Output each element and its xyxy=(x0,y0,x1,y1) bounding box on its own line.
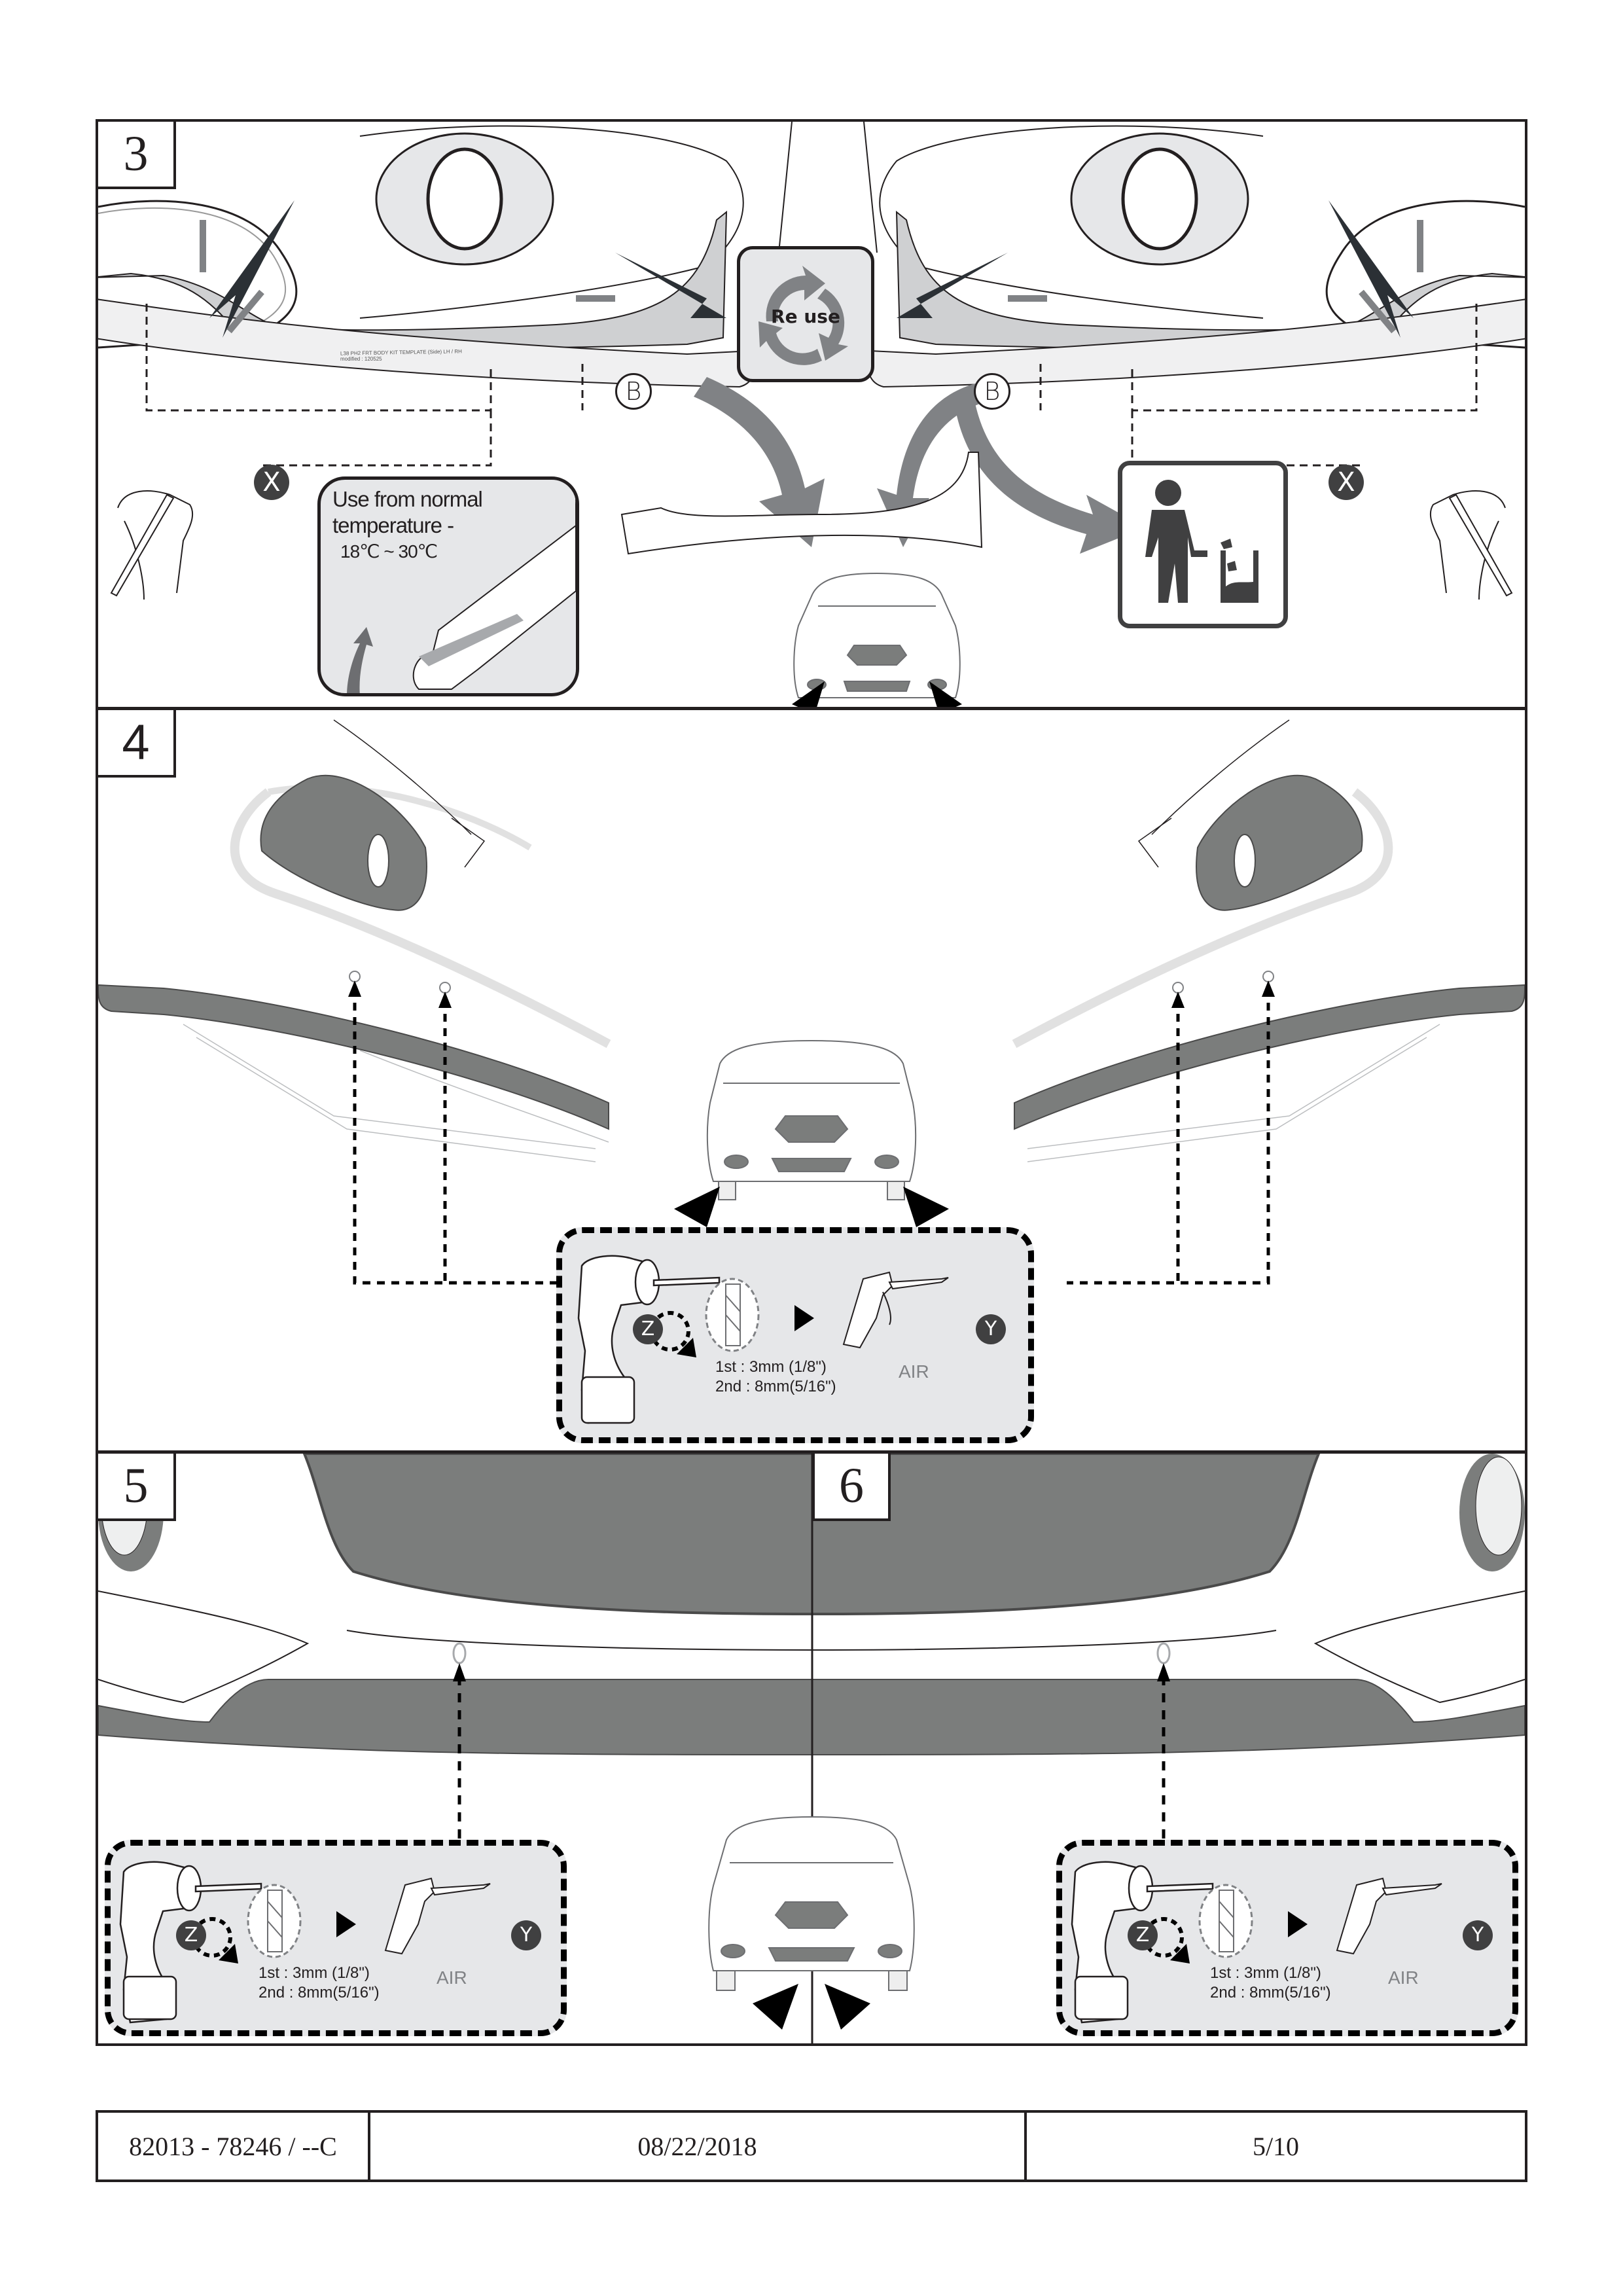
step-5-6-panel: 5 6 Z Y 1st : 3mm (1/8") xyxy=(98,1454,1525,2043)
drill-tools-illustration xyxy=(119,1861,491,2024)
air-label: AIR xyxy=(1388,1967,1419,1988)
part-number: 82013 - 78246 / --C xyxy=(98,2113,370,2179)
removed-template-piece xyxy=(620,452,983,555)
step-number-5: 5 xyxy=(98,1454,176,1521)
air-badge-y: Y xyxy=(976,1314,1006,1344)
car-front-icon xyxy=(706,1039,917,1200)
pointer-left xyxy=(753,1984,798,2030)
pen-marking-hand-right xyxy=(1429,490,1513,600)
drill-bit-icon xyxy=(705,1278,760,1352)
drill-bit-icon xyxy=(247,1884,302,1958)
car-front-icon xyxy=(793,572,961,698)
divider-4-56 xyxy=(96,1450,1527,1454)
drill-instructions-box-step-5: Z Y 1st : 3mm (1/8") 2nd : 8mm(5/16") AI… xyxy=(105,1840,567,2036)
power-drill-icon xyxy=(577,1255,721,1424)
step-number-3: 3 xyxy=(98,122,176,189)
step-3-panel: 3 xyxy=(98,122,1525,708)
pen-marking-hand-left xyxy=(109,490,194,600)
reuse-icon xyxy=(758,266,848,365)
dashed-leader-lines xyxy=(145,304,1478,467)
pointer-right xyxy=(825,1984,870,2030)
drill-tools-illustration xyxy=(1071,1861,1442,2024)
flow-arrows xyxy=(694,377,1145,554)
air-gun-icon xyxy=(842,1271,949,1349)
air-gun-icon xyxy=(384,1877,491,1955)
instruction-frame xyxy=(96,119,1527,2046)
temperature-warning-box: Use from normal temperature - 18℃ ~ 30℃ xyxy=(317,476,579,696)
drill-badge-z: Z xyxy=(1128,1920,1158,1950)
reuse-icon-box: Re use xyxy=(737,246,874,382)
air-gun-icon xyxy=(1336,1877,1442,1955)
drill-size-text: 1st : 3mm (1/8") 2nd : 8mm(5/16") xyxy=(715,1358,836,1395)
x-badge-right: X xyxy=(1329,465,1364,500)
drill-instructions-box: Z Y 1st : 3mm (1/8") 2nd : 8mm(5/16") AI… xyxy=(556,1227,1034,1443)
alignment-arrows xyxy=(209,200,1414,338)
template-sublabel-left: modified : 120525 xyxy=(340,356,382,362)
car-front-icon xyxy=(708,1816,915,1991)
hole-arrowheads xyxy=(348,980,1275,1008)
drill-badge-z: Z xyxy=(176,1920,206,1950)
drill-bit-icon xyxy=(1198,1884,1253,1958)
power-drill-icon xyxy=(1071,1861,1214,2024)
dispose-trash-icon-box xyxy=(1118,461,1288,628)
pointer-right xyxy=(903,1187,949,1227)
air-badge-y: Y xyxy=(1463,1920,1493,1950)
power-drill-icon xyxy=(119,1861,262,2024)
right-bumper-drawing xyxy=(879,125,1525,349)
x-badge-left: X xyxy=(254,465,289,500)
drill-instructions-box-step-6: Z Y 1st : 3mm (1/8") 2nd : 8mm(5/16") AI… xyxy=(1056,1840,1518,2036)
step-3-illustration xyxy=(98,122,1525,708)
marker-b-left: B xyxy=(615,373,652,410)
left-bumper-side xyxy=(98,710,753,1162)
step-4-panel: 4 xyxy=(98,710,1525,1452)
next-step-arrow xyxy=(1288,1911,1308,1937)
marker-b-right: B xyxy=(974,373,1010,410)
next-step-arrow xyxy=(794,1305,814,1331)
drill-size-text: 1st : 3mm (1/8") 2nd : 8mm(5/16") xyxy=(259,1964,380,2001)
air-label: AIR xyxy=(899,1361,929,1382)
divider-3-4 xyxy=(96,707,1527,710)
dispose-trash-icon xyxy=(1145,480,1258,603)
hole-leader-lines xyxy=(353,988,1270,1285)
air-label: AIR xyxy=(437,1967,467,1988)
air-badge-y: Y xyxy=(511,1920,541,1950)
document-date: 08/22/2018 xyxy=(370,2113,1027,2179)
pointer-left xyxy=(674,1187,720,1227)
pointer-right xyxy=(929,681,962,708)
step-4-illustration xyxy=(98,710,1525,1285)
pointer-left xyxy=(792,681,825,708)
step-number-4: 4 xyxy=(98,710,176,778)
page-number: 5/10 xyxy=(1252,2131,1300,2161)
document-footer: 82013 - 78246 / --C 08/22/2018 5/10 xyxy=(96,2110,1527,2182)
reuse-label: Re use xyxy=(771,306,840,327)
left-bumper-drawing xyxy=(98,125,744,349)
temperature-warning-text: Use from normal temperature - 18℃ ~ 30℃ xyxy=(332,487,483,562)
drill-badge-z: Z xyxy=(633,1314,663,1344)
step-number-6: 6 xyxy=(813,1454,891,1521)
right-bumper-side xyxy=(1012,719,1525,1162)
drill-tools-illustration xyxy=(577,1255,949,1424)
peel-tape-hand-icon xyxy=(347,480,576,693)
guide-arrows-gray xyxy=(200,220,1423,334)
next-step-arrow xyxy=(336,1911,356,1937)
drill-size-text: 1st : 3mm (1/8") 2nd : 8mm(5/16") xyxy=(1210,1964,1331,2001)
